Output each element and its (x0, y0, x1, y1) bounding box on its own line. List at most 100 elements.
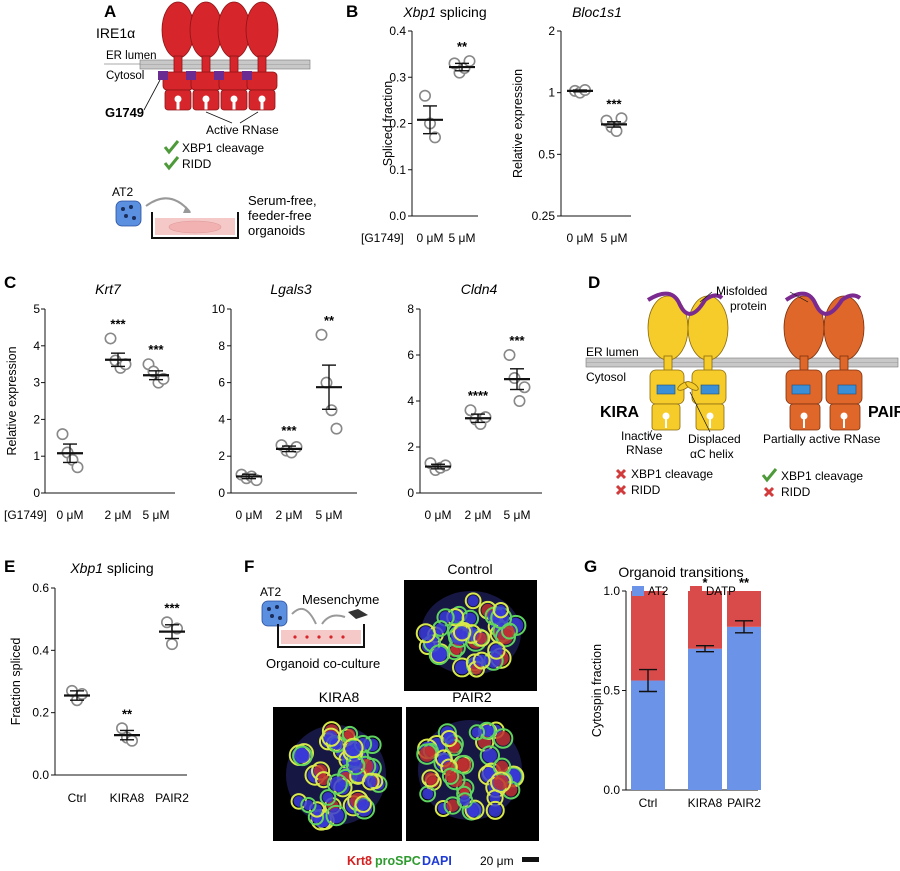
data-point (161, 616, 174, 629)
cell-nucleus (493, 774, 509, 790)
cell-nucleus (490, 644, 503, 657)
kinase-sites (158, 71, 252, 80)
transfer-arrow-icon (145, 197, 191, 213)
cell-nucleus (346, 740, 361, 756)
data-point (503, 348, 516, 361)
transfer-arrow-icon (291, 607, 317, 625)
x-tick-label: 0 μM (425, 508, 452, 522)
cell-nucleus (435, 623, 447, 634)
y-tick-label: 0 (218, 486, 225, 500)
g1749-label: G1749 (105, 105, 144, 120)
chart-title: Organoid transitions (618, 564, 743, 580)
cell-membrane (436, 608, 455, 627)
cross-icon (615, 468, 627, 480)
y-tick-label: 2 (548, 24, 555, 38)
significance-label: *** (606, 96, 622, 111)
cell-nucleus (504, 783, 518, 797)
cell-nucleus (455, 660, 469, 675)
dose-row-label: [G1749] (4, 508, 47, 522)
cell-nucleus (488, 803, 502, 817)
cell-nucleus (303, 800, 314, 811)
micrograph-pair2 (406, 707, 539, 841)
significance-label: ** (739, 575, 750, 590)
pair-label: PAIR (868, 404, 900, 421)
er-lumen-label: ER lumen (586, 345, 639, 359)
significance-label: ** (324, 313, 335, 328)
significance-label: *** (110, 316, 126, 331)
chart-title: Xbp1 splicing (402, 4, 486, 20)
y-tick-label: 0 (407, 486, 414, 500)
data-point (513, 394, 526, 407)
bar-at2 (688, 648, 722, 790)
chart-title-rest: splicing (103, 560, 154, 576)
cell-nucleus (324, 730, 338, 744)
data-point (418, 89, 431, 102)
legend-prospc: proSPC (375, 854, 421, 868)
x-tick-label: 0 μM (417, 231, 444, 245)
panel-f: AT2 Mesenchyme Organoid co-culture Contr… (260, 561, 539, 868)
y-tick-label: 0.0 (32, 768, 49, 782)
data-point (325, 404, 338, 417)
cell-membrane (501, 622, 518, 640)
bar-at2 (727, 626, 761, 790)
significance-label: ** (122, 706, 133, 721)
cell-membrane (490, 771, 512, 793)
y-tick-label: 0.4 (32, 643, 49, 657)
y-tick-label: 0.4 (389, 24, 406, 38)
cell-nucleus (295, 748, 310, 764)
micrograph-control (404, 580, 537, 691)
y-axis-label: Fraction spliced (9, 638, 23, 726)
scale-bar (522, 857, 539, 862)
cell-nucleus (489, 792, 501, 804)
legend-dapi: DAPI (422, 854, 452, 868)
pair-xbp1-cleavage: XBP1 cleavage (781, 469, 863, 483)
cell-nucleus (424, 772, 437, 785)
y-tick-label: 0.1 (389, 163, 406, 177)
bar-datp (631, 591, 665, 681)
check-icon (163, 156, 180, 171)
panel-letter-g: G (584, 557, 597, 576)
cell-membrane (441, 767, 460, 785)
kira-label: KIRA (600, 404, 640, 421)
x-tick-label: KIRA8 (688, 796, 723, 810)
x-tick-label: KIRA8 (110, 791, 145, 805)
data-point (610, 124, 623, 137)
cell-membrane (343, 737, 364, 759)
partial-rnase-label: Partially active RNase (763, 432, 881, 446)
data-point (56, 428, 69, 441)
significance-label: * (702, 575, 708, 590)
cell-nucleus (322, 792, 334, 803)
data-point (104, 332, 117, 345)
chart-title: Bloc1s1 (572, 4, 622, 20)
data-point (428, 131, 441, 144)
cell-nucleus (482, 748, 498, 763)
significance-label: *** (509, 333, 525, 348)
cell-nucleus (476, 632, 488, 644)
x-tick-label: PAIR2 (727, 796, 761, 810)
cell-nucleus (495, 731, 511, 746)
cell-membrane (492, 728, 514, 749)
data-point (315, 328, 328, 341)
chart-title: Krt7 (95, 281, 122, 297)
data-point (508, 371, 521, 384)
organoid-text-2: feeder-free (248, 208, 312, 223)
cell-membrane (428, 644, 450, 666)
cell-nucleus (455, 626, 469, 639)
cell-nucleus (318, 774, 330, 786)
cell-nucleus (495, 605, 506, 616)
y-tick-label: 0.25 (532, 209, 556, 223)
panel-a-diagram: IRE1α ER lumen Cytosol G1749 Active RNas… (96, 1, 317, 239)
er-lumen-label: ER lumen (106, 50, 157, 62)
cell-nucleus (459, 795, 471, 806)
at2-cell-icon (261, 600, 288, 627)
x-tick-label: 5 μM (449, 231, 476, 245)
inactive-rnase-2: RNase (626, 443, 663, 457)
control-label: Control (447, 561, 492, 577)
mesenchyme-label: Mesenchyme (302, 592, 379, 607)
ire1-oligomer (161, 1, 279, 111)
